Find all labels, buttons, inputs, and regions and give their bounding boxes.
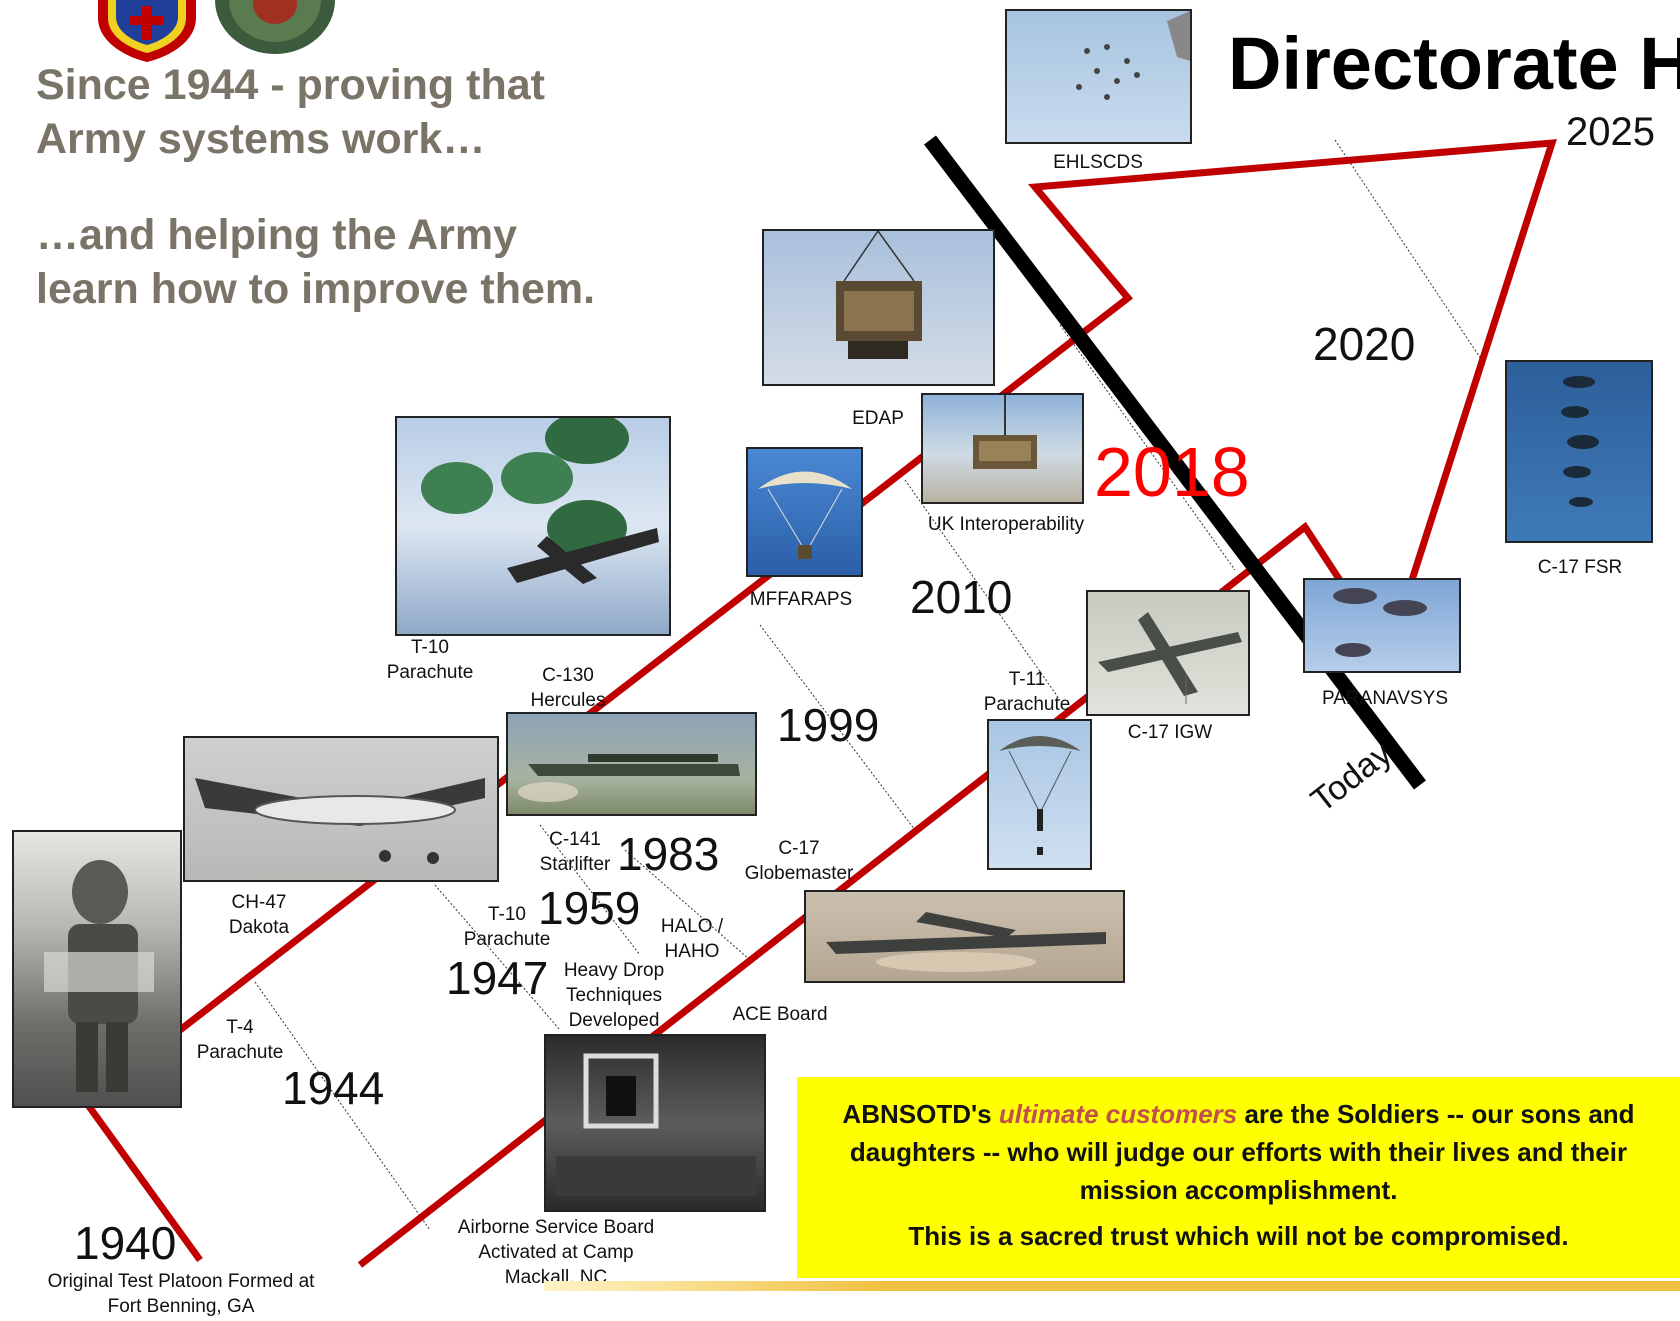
- label-t4-parachute: T-4 Parachute: [196, 1017, 284, 1063]
- label-service-board: Airborne Service Board Activated at Camp…: [457, 1217, 655, 1288]
- c17-globemaster-photo: [804, 890, 1125, 983]
- label-ch47-dakota: CH-47 Dakota: [228, 892, 290, 938]
- c17-igw-photo: [1086, 590, 1250, 716]
- paranavsys-photo: [1303, 578, 1461, 673]
- label-test-platoon: Original Test Platoon Formed at Fort Ben…: [47, 1271, 315, 1317]
- timeline-track-a: [85, 1102, 203, 1263]
- year-2018: 2018: [1094, 433, 1250, 511]
- label-ehlscds: EHLSCDS: [1053, 152, 1143, 173]
- year-1983: 1983: [617, 828, 720, 880]
- mffaraps-photo: [746, 447, 863, 577]
- timeline-track-c: [357, 521, 1348, 1268]
- connector-1959: [539, 824, 641, 956]
- label-heavy-drop: Heavy Drop Techniques Developed: [563, 960, 665, 1031]
- ehlscds-photo: [1005, 9, 1192, 144]
- connector-2020: [1334, 139, 1486, 366]
- year-1959: 1959: [538, 882, 641, 934]
- callout-trust: This is a sacred trust which will not be…: [908, 1221, 1569, 1251]
- t11-parachute-photo: [987, 719, 1092, 870]
- callout-text-b: are the Soldiers -- our sons and daughte…: [849, 1099, 1635, 1205]
- label-c141: C-141 Starlifter: [539, 829, 611, 875]
- connector-1999: [759, 624, 916, 831]
- label-c130-hercules: C-130 Hercules: [530, 665, 606, 711]
- label-mffaraps: MFFARAPS: [749, 589, 853, 610]
- label-ace-board: ACE Board: [732, 1004, 828, 1025]
- year-2025: 2025: [1566, 110, 1655, 154]
- connector-1944: [254, 981, 431, 1231]
- c130-photo: [506, 712, 757, 816]
- tagline-improving: …and helping the Army learn how to impro…: [36, 211, 596, 313]
- year-2020: 2020: [1313, 318, 1416, 370]
- dakota-photo: [183, 736, 499, 882]
- label-t10-parachute: T-10 Parachute: [386, 637, 474, 683]
- tagline-proving: Since 1944 - proving that Army systems w…: [36, 61, 545, 163]
- test-platoon-photo: [12, 830, 182, 1108]
- customer-callout: ABNSOTD's ultimate customers are the Sol…: [797, 1077, 1680, 1278]
- label-c17-globemaster: C-17 Globemaster: [744, 838, 854, 884]
- year-1940: 1940: [74, 1217, 177, 1269]
- year-2010: 2010: [910, 571, 1013, 623]
- unit-crest-logo: [98, 0, 196, 62]
- callout-text-a: ABNSOTD's: [842, 1099, 999, 1129]
- year-1999: 1999: [777, 699, 880, 751]
- edap-photo: [762, 229, 995, 386]
- label-c17-igw: C-17 IGW: [1127, 722, 1213, 743]
- label-t10-1959: T-10 Parachute: [463, 904, 551, 950]
- service-board-photo: [544, 1034, 766, 1212]
- label-uk-interoperability: UK Interoperability: [927, 514, 1085, 535]
- label-edap: EDAP: [852, 408, 904, 429]
- today-line: [924, 135, 1426, 790]
- label-halo-haho: HALO / HAHO: [660, 916, 724, 962]
- connector-lines: [254, 139, 1486, 1231]
- footer-bar: [544, 1281, 1680, 1291]
- uk-interoperability-photo: [921, 393, 1084, 504]
- page-title: Directorate H: [1228, 22, 1680, 105]
- label-paranavsys: PARANAVSYS: [1321, 688, 1448, 709]
- year-1944: 1944: [282, 1062, 385, 1114]
- connector-2010: [904, 479, 1061, 701]
- callout-emphasis: ultimate customers: [998, 1099, 1238, 1129]
- callout-statement: ABNSOTD's ultimate customers are the Sol…: [811, 1095, 1666, 1209]
- label-c17-fsr: C-17 FSR: [1537, 557, 1623, 578]
- c17-fsr-photo: [1505, 360, 1653, 543]
- year-1947: 1947: [446, 952, 549, 1004]
- directorate-seal-logo: [215, 0, 335, 54]
- label-t11-parachute: T-11 Parachute: [983, 669, 1071, 715]
- t10-parachute-photo: [395, 416, 671, 636]
